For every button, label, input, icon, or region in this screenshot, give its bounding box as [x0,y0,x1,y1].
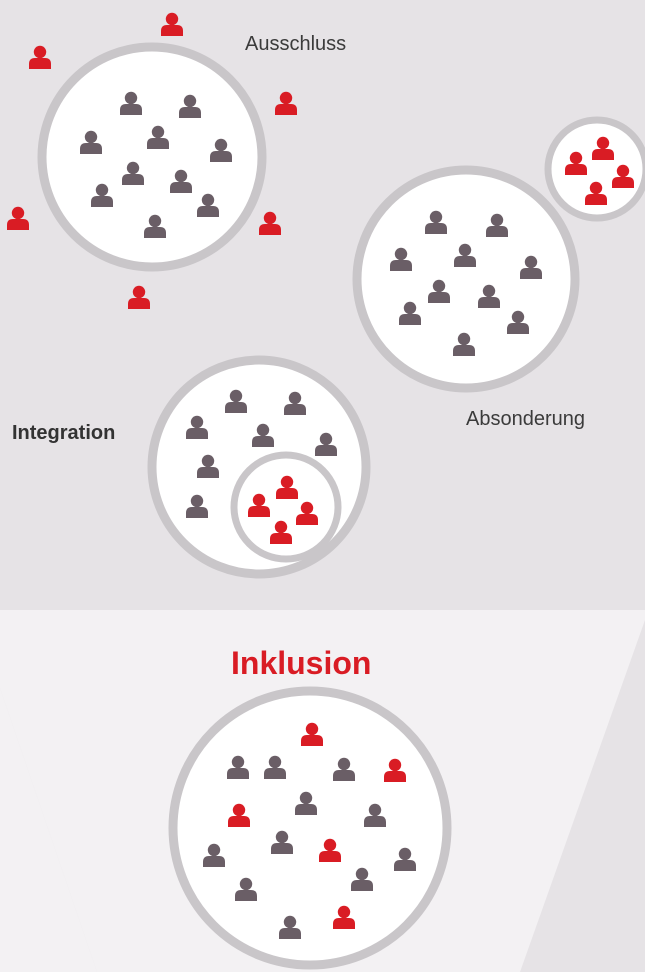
minority-person-icon [128,285,150,309]
integration-inner-circle [230,451,342,563]
minority-person-icon [275,91,297,115]
minority-person-icon [259,211,281,235]
minority-person-icon [161,12,183,37]
minority-person-icon [29,45,51,69]
label-inclusion: Inklusion [231,645,372,681]
minority-person-icon [7,206,29,230]
label-exclusion: Ausschluss [245,33,347,55]
label-segregation: Absonderung [466,408,585,430]
segregation-small-circle [544,116,645,222]
label-integration: Integration [12,422,116,444]
